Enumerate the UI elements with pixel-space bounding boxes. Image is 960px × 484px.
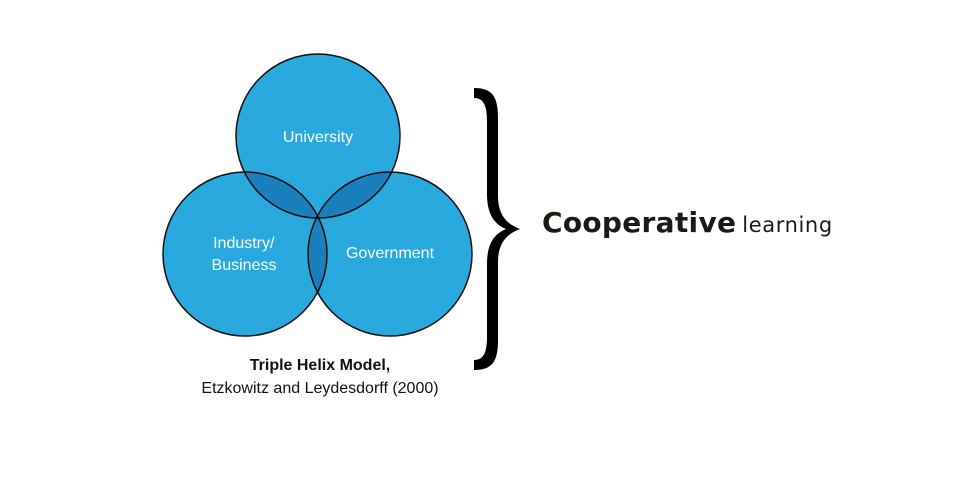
label-industry-line-1: Industry/: [213, 235, 275, 252]
circle-industry: [163, 172, 327, 336]
outline-government: [307, 171, 473, 337]
curly-brace-icon: [474, 88, 520, 370]
label-government-line-1: Government: [346, 245, 435, 262]
circle-government: [308, 172, 472, 336]
label-university: University: [283, 129, 353, 146]
label-government: Government: [346, 245, 435, 262]
caption-subtitle: Etzkowitz and Leydesdorff (2000): [201, 380, 439, 397]
outline-industry: [162, 171, 328, 337]
label-university-line-1: University: [283, 129, 353, 146]
circle-university: [236, 54, 400, 218]
cooperative-word: Cooperative: [542, 206, 737, 239]
label-industry: Industry/ Business: [212, 235, 279, 274]
caption-title: Triple Helix Model,: [249, 357, 391, 374]
learning-word: learning: [742, 213, 833, 237]
label-industry-line-2: Business: [212, 257, 277, 274]
